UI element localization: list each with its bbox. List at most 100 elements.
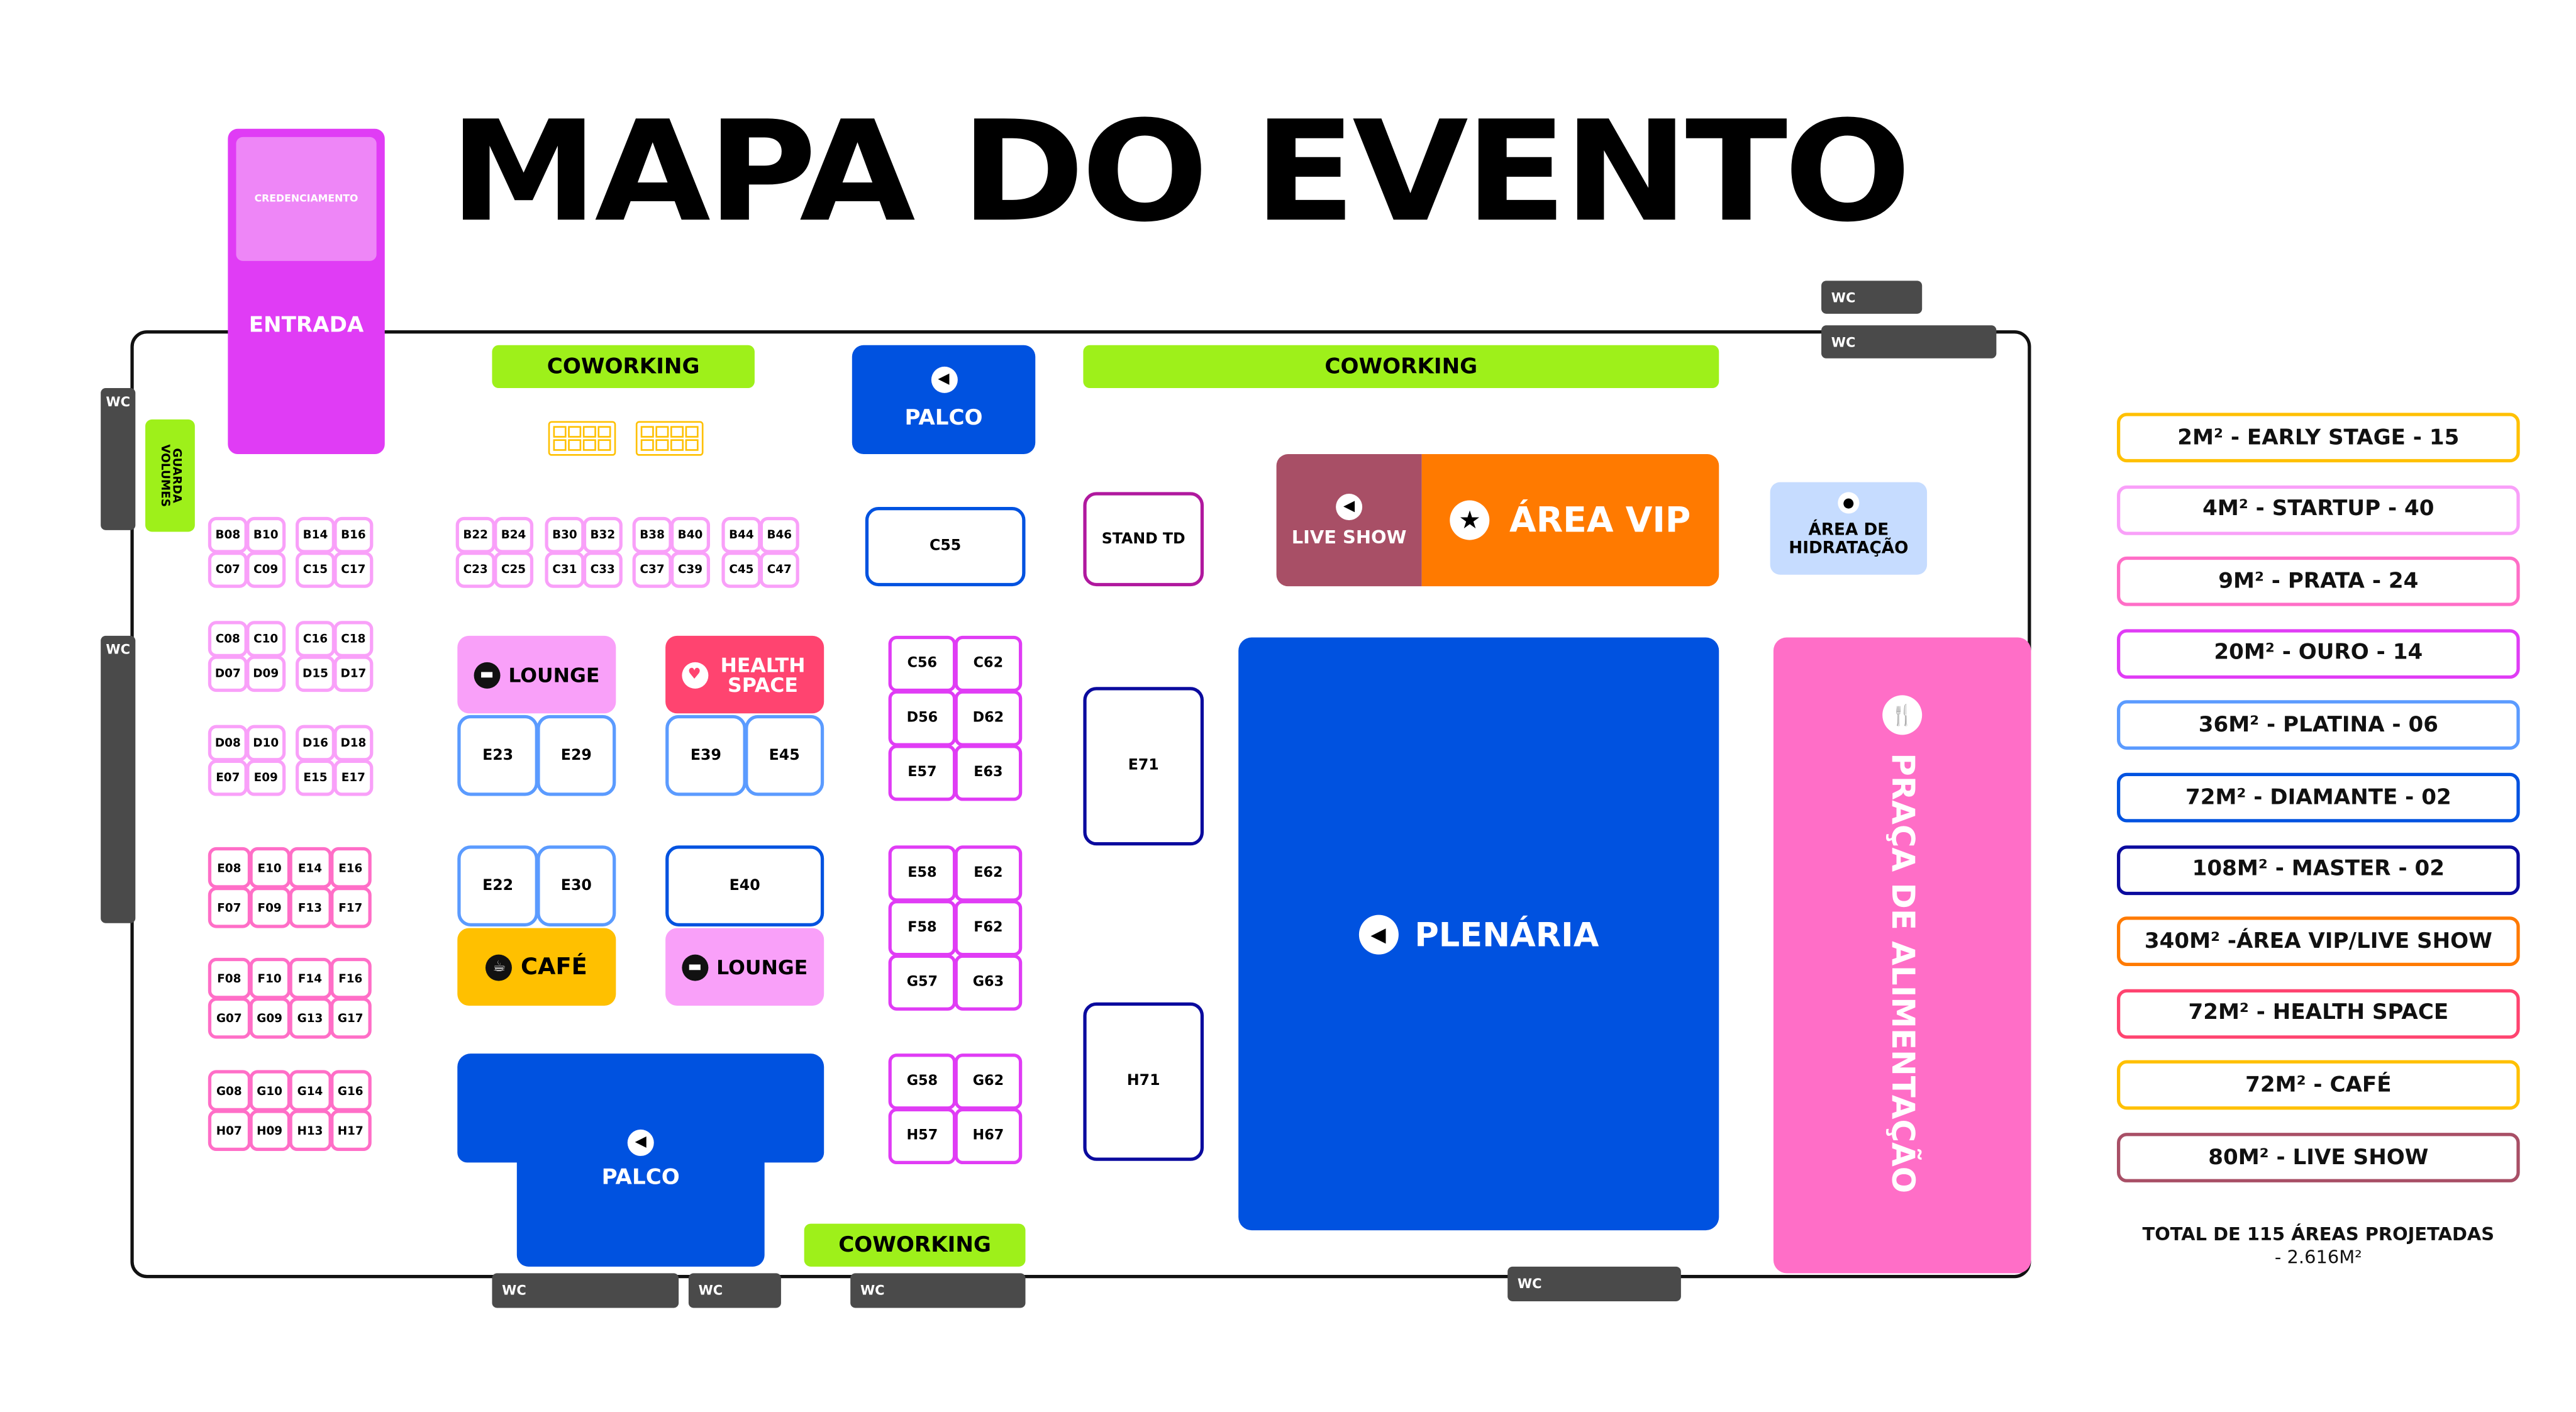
- booth-g08[interactable]: G08: [208, 1070, 250, 1112]
- booth-c15[interactable]: C15: [295, 551, 335, 588]
- booth-c23[interactable]: C23: [455, 551, 496, 588]
- booth-g57[interactable]: G57: [888, 954, 957, 1011]
- booth-e14[interactable]: E14: [289, 847, 331, 889]
- booth-e57[interactable]: E57: [888, 745, 957, 801]
- booth-g63[interactable]: G63: [954, 954, 1023, 1011]
- booth-c09[interactable]: C09: [246, 551, 286, 588]
- booth-c25[interactable]: C25: [494, 551, 534, 588]
- booth-d09[interactable]: D09: [246, 655, 286, 692]
- booth-c08[interactable]: C08: [208, 621, 248, 657]
- booth-h67[interactable]: H67: [954, 1108, 1023, 1165]
- booth-e10[interactable]: E10: [248, 847, 291, 889]
- booth-f17[interactable]: F17: [329, 886, 372, 928]
- booth-e30[interactable]: E30: [536, 845, 616, 926]
- booth-f08[interactable]: F08: [208, 957, 250, 999]
- booth-b08[interactable]: B08: [208, 516, 248, 553]
- lounge-label: LOUNGE: [508, 663, 600, 686]
- booth-b40[interactable]: B40: [670, 516, 711, 553]
- booth-e15[interactable]: E15: [295, 759, 335, 796]
- booth-b22[interactable]: B22: [455, 516, 496, 553]
- cafe-label: CAFÉ: [521, 953, 587, 981]
- booth-c45[interactable]: C45: [721, 551, 762, 588]
- booth-f16[interactable]: F16: [329, 957, 372, 999]
- booth-c37[interactable]: C37: [632, 551, 672, 588]
- booth-b16[interactable]: B16: [333, 516, 374, 553]
- booth-e08[interactable]: E08: [208, 847, 250, 889]
- booth-g16[interactable]: G16: [329, 1070, 372, 1112]
- lounge-label: LOUNGE: [716, 955, 808, 979]
- booth-g17[interactable]: G17: [329, 997, 372, 1039]
- booth-d16[interactable]: D16: [295, 725, 335, 762]
- booth-f09[interactable]: F09: [248, 886, 291, 928]
- booth-d15[interactable]: D15: [295, 655, 335, 692]
- booth-c39[interactable]: C39: [670, 551, 711, 588]
- booth-b14[interactable]: B14: [295, 516, 335, 553]
- booth-g13[interactable]: G13: [289, 997, 331, 1039]
- booth-g09[interactable]: G09: [248, 997, 291, 1039]
- booth-f07[interactable]: F07: [208, 886, 250, 928]
- palco-top: ◀ PALCO: [852, 345, 1036, 455]
- booth-f10[interactable]: F10: [248, 957, 291, 999]
- booth-f13[interactable]: F13: [289, 886, 331, 928]
- live-show: ◀ LIVE SHOW: [1276, 454, 1422, 587]
- booth-c31[interactable]: C31: [545, 551, 585, 588]
- booth-d07[interactable]: D07: [208, 655, 248, 692]
- booth-h09[interactable]: H09: [248, 1109, 291, 1152]
- booth-h13[interactable]: H13: [289, 1109, 331, 1152]
- booth-b24[interactable]: B24: [494, 516, 534, 553]
- booth-e40[interactable]: E40: [665, 845, 824, 926]
- booth-e09[interactable]: E09: [246, 759, 286, 796]
- booth-c17[interactable]: C17: [333, 551, 374, 588]
- booth-c62[interactable]: C62: [954, 635, 1023, 692]
- booth-h57[interactable]: H57: [888, 1108, 957, 1165]
- booth-f62[interactable]: F62: [954, 899, 1023, 957]
- booth-e23[interactable]: E23: [457, 714, 538, 796]
- booth-d62[interactable]: D62: [954, 690, 1023, 747]
- booth-d56[interactable]: D56: [888, 690, 957, 747]
- booth-e07[interactable]: E07: [208, 759, 248, 796]
- booth-b32[interactable]: B32: [582, 516, 623, 553]
- heart-hand-icon: ♥: [681, 661, 708, 688]
- booth-c07[interactable]: C07: [208, 551, 248, 588]
- booth-c33[interactable]: C33: [582, 551, 623, 588]
- booth-h71[interactable]: H71: [1083, 1002, 1204, 1161]
- booth-h07[interactable]: H07: [208, 1109, 250, 1152]
- booth-c16[interactable]: C16: [295, 621, 335, 657]
- stand-td[interactable]: STAND TD: [1083, 492, 1204, 587]
- booth-e22[interactable]: E22: [457, 845, 538, 926]
- booth-d10[interactable]: D10: [246, 725, 286, 762]
- booth-b46[interactable]: B46: [759, 516, 799, 553]
- booth-b30[interactable]: B30: [545, 516, 585, 553]
- booth-d17[interactable]: D17: [333, 655, 374, 692]
- booth-c47[interactable]: C47: [759, 551, 799, 588]
- booth-d08[interactable]: D08: [208, 725, 248, 762]
- booth-b10[interactable]: B10: [246, 516, 286, 553]
- booth-c18[interactable]: C18: [333, 621, 374, 657]
- booth-e17[interactable]: E17: [333, 759, 374, 796]
- booth-d18[interactable]: D18: [333, 725, 374, 762]
- booth-e29[interactable]: E29: [536, 714, 616, 796]
- booth-g58[interactable]: G58: [888, 1053, 957, 1110]
- booth-e16[interactable]: E16: [329, 847, 372, 889]
- booth-g14[interactable]: G14: [289, 1070, 331, 1112]
- booth-e39[interactable]: E39: [665, 714, 747, 796]
- booth-e45[interactable]: E45: [745, 714, 824, 796]
- booth-e71[interactable]: E71: [1083, 687, 1204, 846]
- booth-f14[interactable]: F14: [289, 957, 331, 999]
- booth-e63[interactable]: E63: [954, 745, 1023, 801]
- booth-b38[interactable]: B38: [632, 516, 672, 553]
- booth-h17[interactable]: H17: [329, 1109, 372, 1152]
- booth-b44[interactable]: B44: [721, 516, 762, 553]
- booth-f58[interactable]: F58: [888, 899, 957, 957]
- booth-e62[interactable]: E62: [954, 845, 1023, 902]
- booth-c56[interactable]: C56: [888, 635, 957, 692]
- booth-g62[interactable]: G62: [954, 1053, 1023, 1110]
- booth-e58[interactable]: E58: [888, 845, 957, 902]
- booth-g07[interactable]: G07: [208, 997, 250, 1039]
- booth-c10[interactable]: C10: [246, 621, 286, 657]
- wc-bottom-2: WC: [688, 1273, 781, 1308]
- booth-g10[interactable]: G10: [248, 1070, 291, 1112]
- legend-item: 72M² - CAFÉ: [2117, 1060, 2520, 1111]
- booth-c55[interactable]: C55: [865, 507, 1026, 587]
